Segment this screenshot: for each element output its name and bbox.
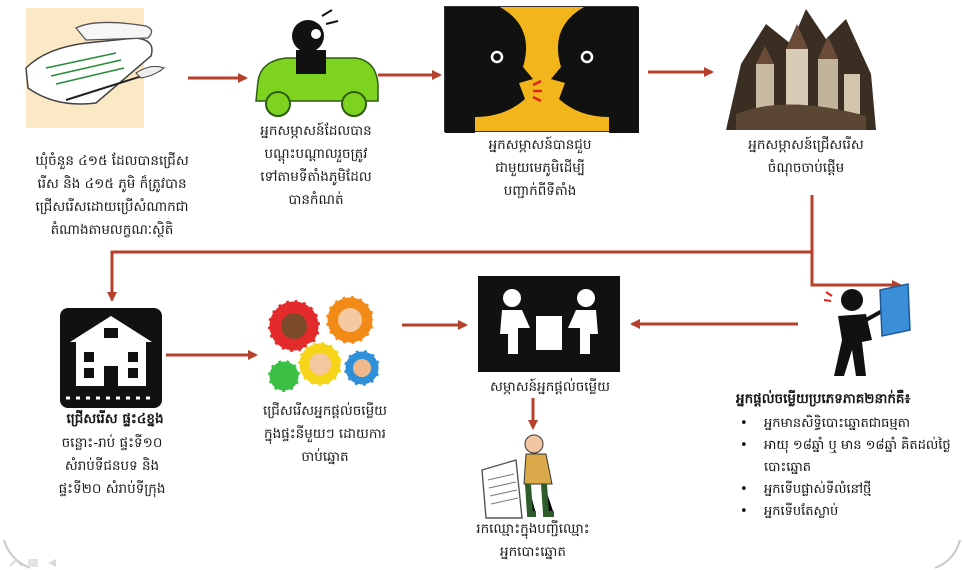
respondent-list: អ្នកមានសិទ្ធិបោះឆ្នោតជាធម្មតា អាយុ ១៨ឆ្ន… [740,413,960,523]
step-interview-caption: សម្ភាសន៍អ្នកផ្តល់ចម្លើយ [490,379,610,395]
papers-quill-icon [25,8,165,128]
respondent-item: អ្នកទើបផ្លាស់ទីលំនៅថ្មី [740,479,960,501]
step-house-caption: ចន្លោះ-រាប់ ផ្ទះទី១០ សំរាប់ទីជនបទ និង ផ្… [58,435,166,497]
respondent-item: អាយុ ១៨ឆ្នាំ ឬ មាន ១៨ឆ្នាំ គិតដល់ថ្ងៃបោះ… [740,435,960,479]
step-castle-caption: អ្នកសម្ភាសន៍ជ្រើសរើស ចំណុចចាប់ផ្តើម [748,137,864,176]
respondent-title: អ្នកផ្តល់ចម្លើយប្រភេទភាគ២នាក់គឺ៖ [736,391,911,407]
two-faces-talking-icon [444,6,639,133]
step-paper-caption: ឃុំចំនួន ៤១៥ ដែលបានជ្រើស រើស និង ៤១៥ ភូម… [35,153,189,238]
step-house-title: ជ្រើសរើស ផ្ទះ៤ខ្នង [66,411,164,427]
arrow-4 [810,195,902,290]
driver-car-icon [246,6,386,126]
person-book-icon [822,280,914,380]
arrow-5 [107,250,812,302]
interview-icon [478,276,620,372]
step-faces-caption: អ្នកសម្ភាសន៍បានជួប ជាមួយមេភូមិដើម្បី បញ្… [488,137,592,199]
castle-village-icon [726,4,876,130]
reading-list-icon [476,430,586,520]
house-icon [60,308,162,408]
step-car-caption: អ្នកសម្ភាសន៍ដែលបាន បណ្តុះបណ្តាលរួចត្រូវ … [260,123,372,208]
gears-people-icon [262,292,386,398]
respondent-item: អ្នកទើបតែស្លាប់ [740,501,960,523]
respondent-item: អ្នកមានសិទ្ធិបោះឆ្នោតជាធម្មតា [740,413,960,435]
step-list-caption: រកឈ្មោះក្នុងបញ្ជីឈ្មោះ អ្នកបោះឆ្នោត [476,521,590,560]
step-gears-caption: ជ្រើសរើសអ្នកផ្តល់ចម្លើយ ក្នុងផ្ទះនីមួយៗ … [263,403,387,465]
